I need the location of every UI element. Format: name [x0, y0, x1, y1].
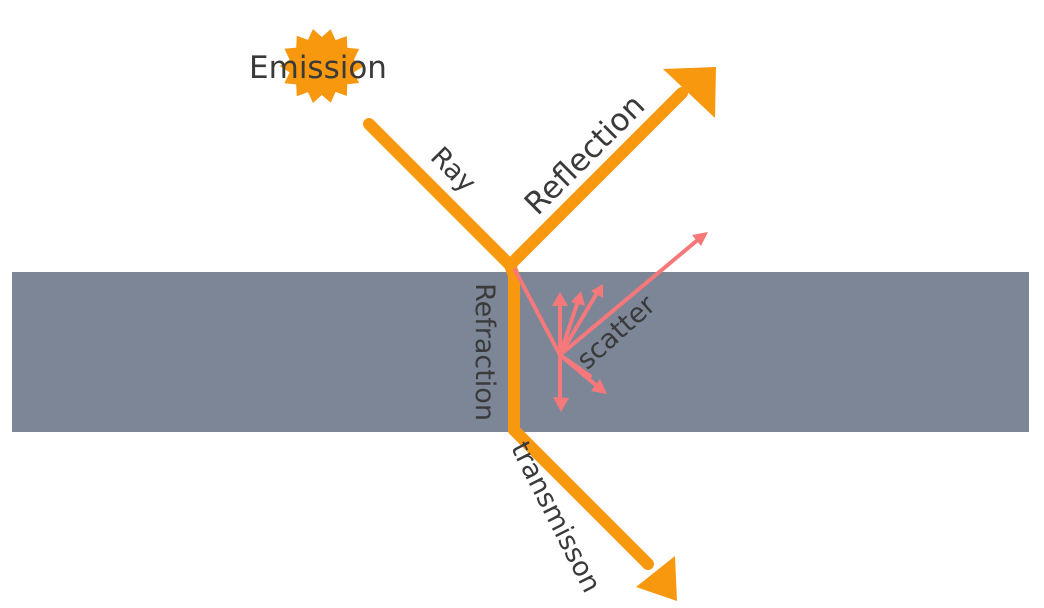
scatter-right-ray	[558, 353, 592, 378]
scatter-up-arrowhead-icon	[552, 292, 568, 306]
scatter-downright-arrowhead-icon	[591, 379, 607, 394]
transmission-ray	[508, 424, 654, 570]
scatter-long-arrowhead-icon	[692, 232, 708, 246]
scatter-upright-arrowhead-icon	[571, 291, 585, 306]
incident-ray	[363, 118, 516, 271]
medium-slab	[12, 272, 1029, 432]
refraction-label: Refraction	[469, 283, 500, 421]
reflection-label: Reflection	[518, 88, 653, 223]
scatter-down-arrowhead-icon	[553, 397, 569, 412]
reflection-ray	[504, 87, 688, 271]
scatter-long-ray	[558, 236, 702, 357]
scatter-incoming	[513, 268, 562, 357]
transmission-label: transmisson	[504, 437, 607, 598]
scatter-rays	[513, 232, 708, 412]
reflection-arrowhead-icon	[663, 67, 716, 118]
emission-sun-icon	[279, 29, 364, 103]
transmission-arrowhead-icon	[636, 556, 677, 601]
scatter-upright2-arrowhead-icon	[591, 284, 603, 298]
scatter-upright2-ray	[558, 291, 599, 357]
scatter-upright-ray	[558, 299, 580, 357]
emission-label: Emission	[249, 50, 387, 86]
refraction-ray	[504, 259, 520, 436]
